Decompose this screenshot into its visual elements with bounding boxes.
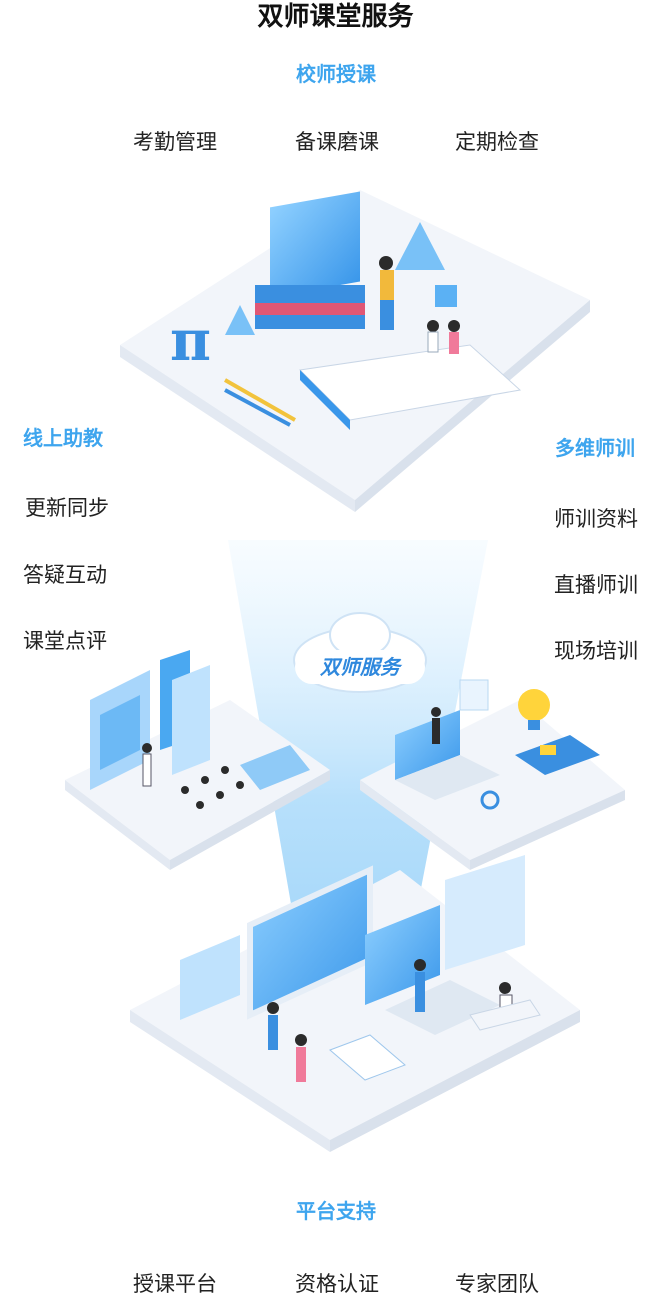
right-item-2: 直播师训 [554,573,638,597]
bottom-item-2: 资格认证 [295,1272,379,1296]
bottom-platform [130,855,580,1152]
cloud-badge [293,612,427,693]
top-item-2: 备课磨课 [295,130,379,154]
top-item-3: 定期检查 [455,130,539,154]
right-platform [360,679,625,870]
right-item-3: 现场培训 [554,639,638,663]
left-item-3: 课堂点评 [23,629,107,653]
right-item-1: 师训资料 [554,507,638,531]
bottom-section-heading: 平台支持 [296,1199,376,1223]
right-section-heading: 多维师训 [555,436,635,460]
page-title: 双师课堂服务 [257,2,414,32]
bottom-item-1: 授课平台 [133,1272,217,1296]
bottom-item-3: 专家团队 [455,1272,539,1296]
left-item-2: 答疑互动 [23,563,107,587]
left-platform [65,650,330,870]
left-section-heading: 线上助教 [23,426,103,450]
left-item-1: 更新同步 [25,496,109,520]
top-section-heading: 校师授课 [296,62,376,86]
top-platform: π [120,190,590,512]
top-item-1: 考勤管理 [133,130,217,154]
center-badge-label: 双师服务 [320,655,400,679]
svg-text:π: π [170,308,211,374]
